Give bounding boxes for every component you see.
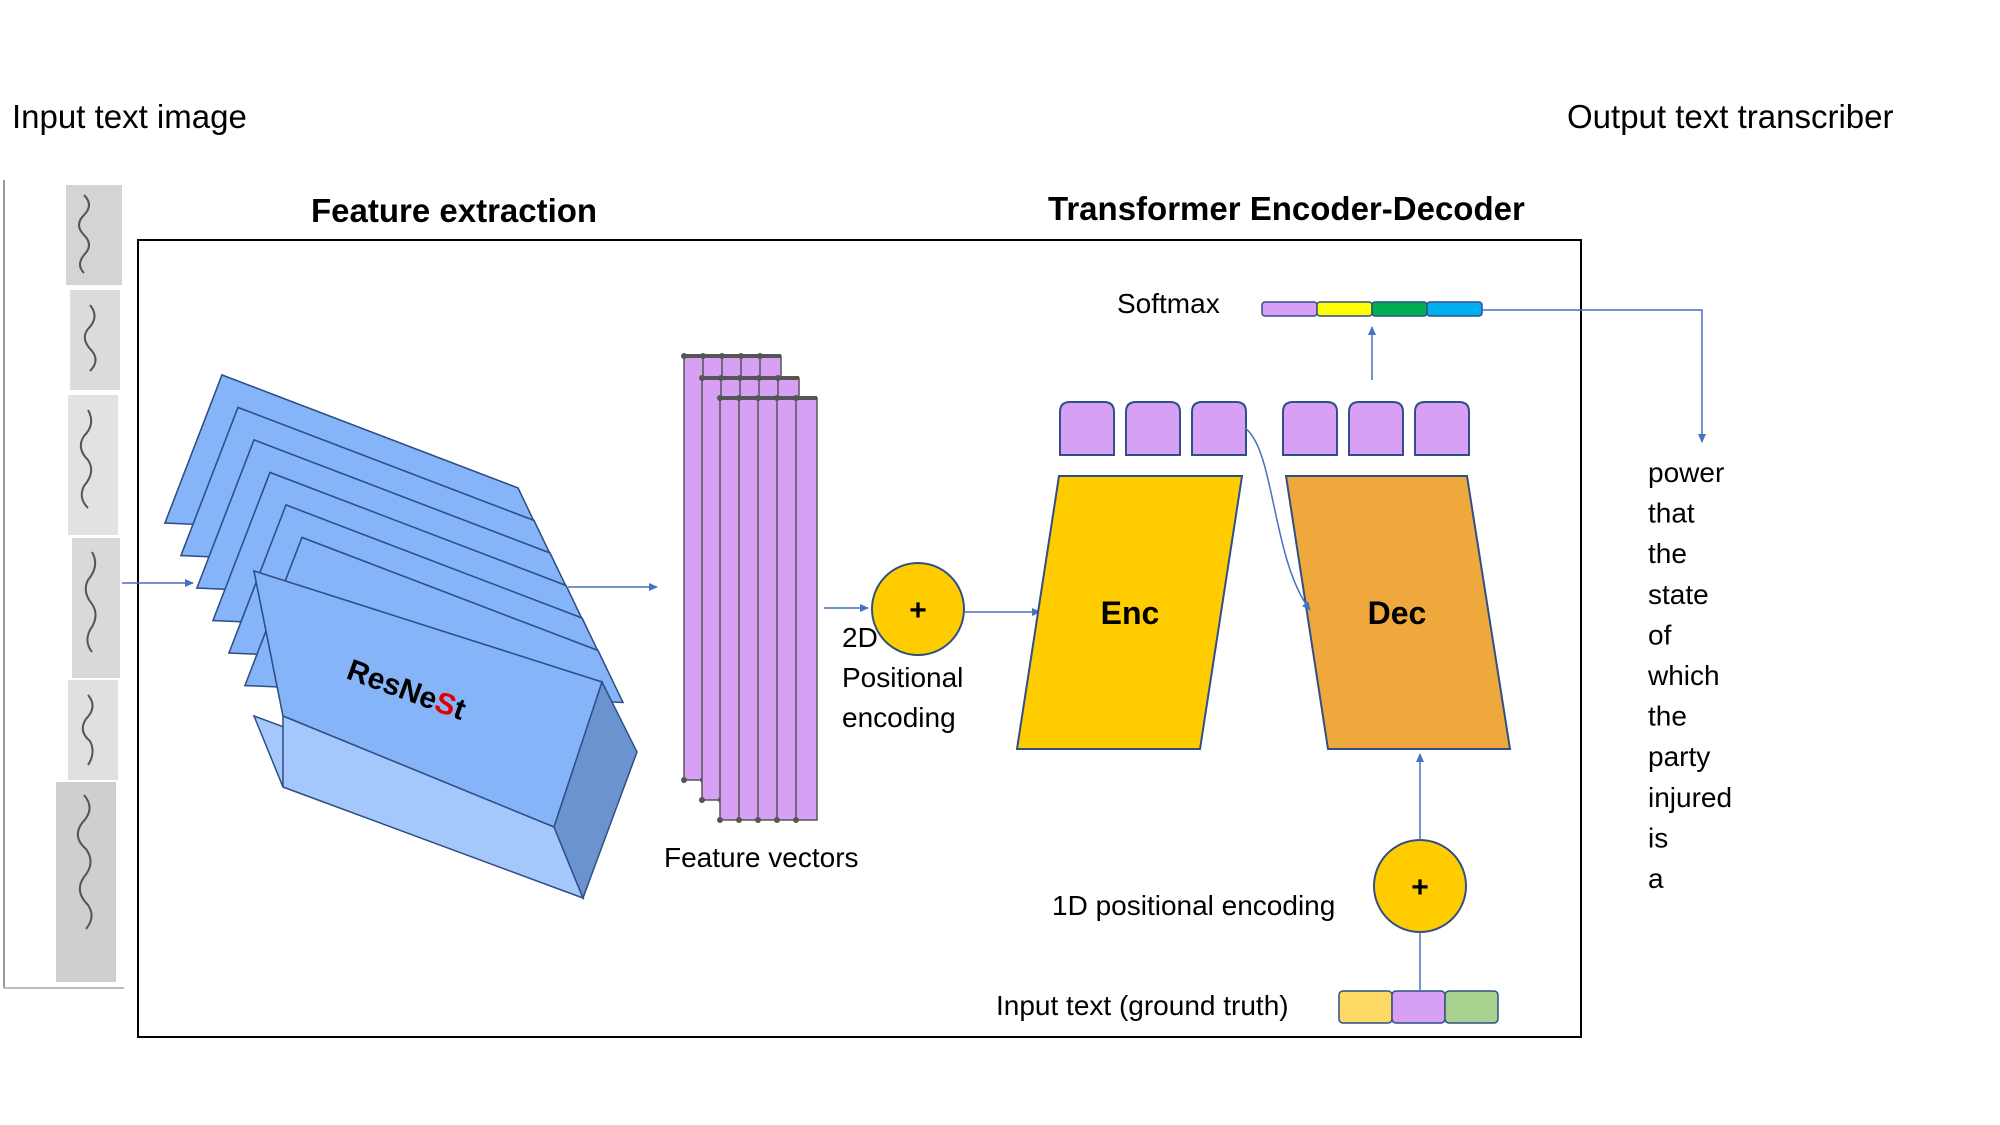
decoder-label: Dec bbox=[1368, 595, 1427, 631]
encoder-block bbox=[1015, 475, 1244, 750]
pos2d-plus-circle bbox=[871, 562, 965, 656]
softmax-to-output-arrow bbox=[1482, 309, 1706, 443]
output-word: that bbox=[1648, 498, 1695, 529]
output-word: is bbox=[1648, 822, 1668, 853]
resnest-block bbox=[163, 374, 638, 901]
feature-vector-3-1 bbox=[719, 397, 742, 821]
input-token-3 bbox=[1444, 990, 1499, 1024]
input-token-2 bbox=[1391, 990, 1446, 1024]
softmax-token-2 bbox=[1316, 301, 1373, 317]
decoder-output-token-3 bbox=[1414, 401, 1470, 456]
softmax-token-1 bbox=[1261, 301, 1318, 317]
encoder-label: Enc bbox=[1101, 595, 1160, 631]
feature-vector-cap bbox=[717, 817, 723, 823]
pos2d-label-line2: Positional bbox=[842, 662, 963, 693]
output-word: which bbox=[1647, 660, 1720, 691]
feature-vector-3-4 bbox=[776, 397, 799, 821]
feature-vector-3-2 bbox=[738, 397, 761, 821]
pos1d-plus-sign: + bbox=[1411, 871, 1429, 904]
feature-vector-cap bbox=[793, 817, 799, 823]
feature-vector-cap bbox=[736, 817, 742, 823]
encoder-output-token-1 bbox=[1059, 401, 1115, 456]
input-token-1 bbox=[1338, 990, 1393, 1024]
feature-vector-cap bbox=[774, 817, 780, 823]
pos1d-label: 1D positional encoding bbox=[1052, 890, 1335, 921]
output-word: the bbox=[1648, 701, 1687, 732]
encoder-output-tokens bbox=[1059, 401, 1247, 456]
output-word: of bbox=[1648, 619, 1672, 650]
feature-vector-3-5 bbox=[795, 397, 818, 821]
encoder-output-token-2 bbox=[1125, 401, 1181, 456]
output-word: party bbox=[1648, 741, 1710, 772]
output-title: Output text transcriber bbox=[1567, 98, 1893, 135]
softmax-tokens bbox=[1261, 301, 1483, 317]
input-text-label: Input text (ground truth) bbox=[996, 990, 1289, 1021]
pos2d-plus-sign: + bbox=[909, 594, 927, 627]
handwritten-input-image bbox=[3, 180, 124, 989]
feature-vector-cap bbox=[699, 797, 705, 803]
enc-to-dec-arrow bbox=[1244, 427, 1311, 611]
softmax-label: Softmax bbox=[1117, 288, 1220, 319]
softmax-token-3 bbox=[1371, 301, 1428, 317]
output-word: the bbox=[1648, 538, 1687, 569]
pos2d-label-line1: 2D bbox=[842, 622, 878, 653]
output-word: power bbox=[1648, 457, 1724, 488]
decoder-output-tokens bbox=[1282, 401, 1470, 456]
feature-vector-cap bbox=[681, 777, 687, 783]
feature-vectors bbox=[681, 353, 818, 823]
transformer-title: Transformer Encoder-Decoder bbox=[1048, 190, 1525, 227]
output-words: power that the state of which the party injured i… bbox=[1647, 457, 1732, 894]
softmax-token-4 bbox=[1426, 301, 1483, 317]
model-border-box bbox=[137, 239, 1582, 1038]
feature-extraction-title: Feature extraction bbox=[311, 192, 597, 229]
encoder-output-token-3 bbox=[1191, 401, 1247, 456]
pos2d-label-line3: encoding bbox=[842, 702, 956, 733]
output-word: state bbox=[1648, 579, 1709, 610]
output-word: injured bbox=[1648, 782, 1732, 813]
feature-vector-3-3 bbox=[757, 397, 780, 821]
feature-vectors-label: Feature vectors bbox=[664, 842, 859, 873]
output-word: a bbox=[1648, 863, 1664, 894]
input-text-tokens bbox=[1338, 990, 1499, 1024]
decoder-output-token-2 bbox=[1348, 401, 1404, 456]
resnest-side-face bbox=[553, 680, 638, 901]
input-title: Input text image bbox=[12, 98, 247, 135]
decoder-block bbox=[1284, 475, 1512, 750]
feature-vector-cap bbox=[755, 817, 761, 823]
decoder-output-token-1 bbox=[1282, 401, 1338, 456]
